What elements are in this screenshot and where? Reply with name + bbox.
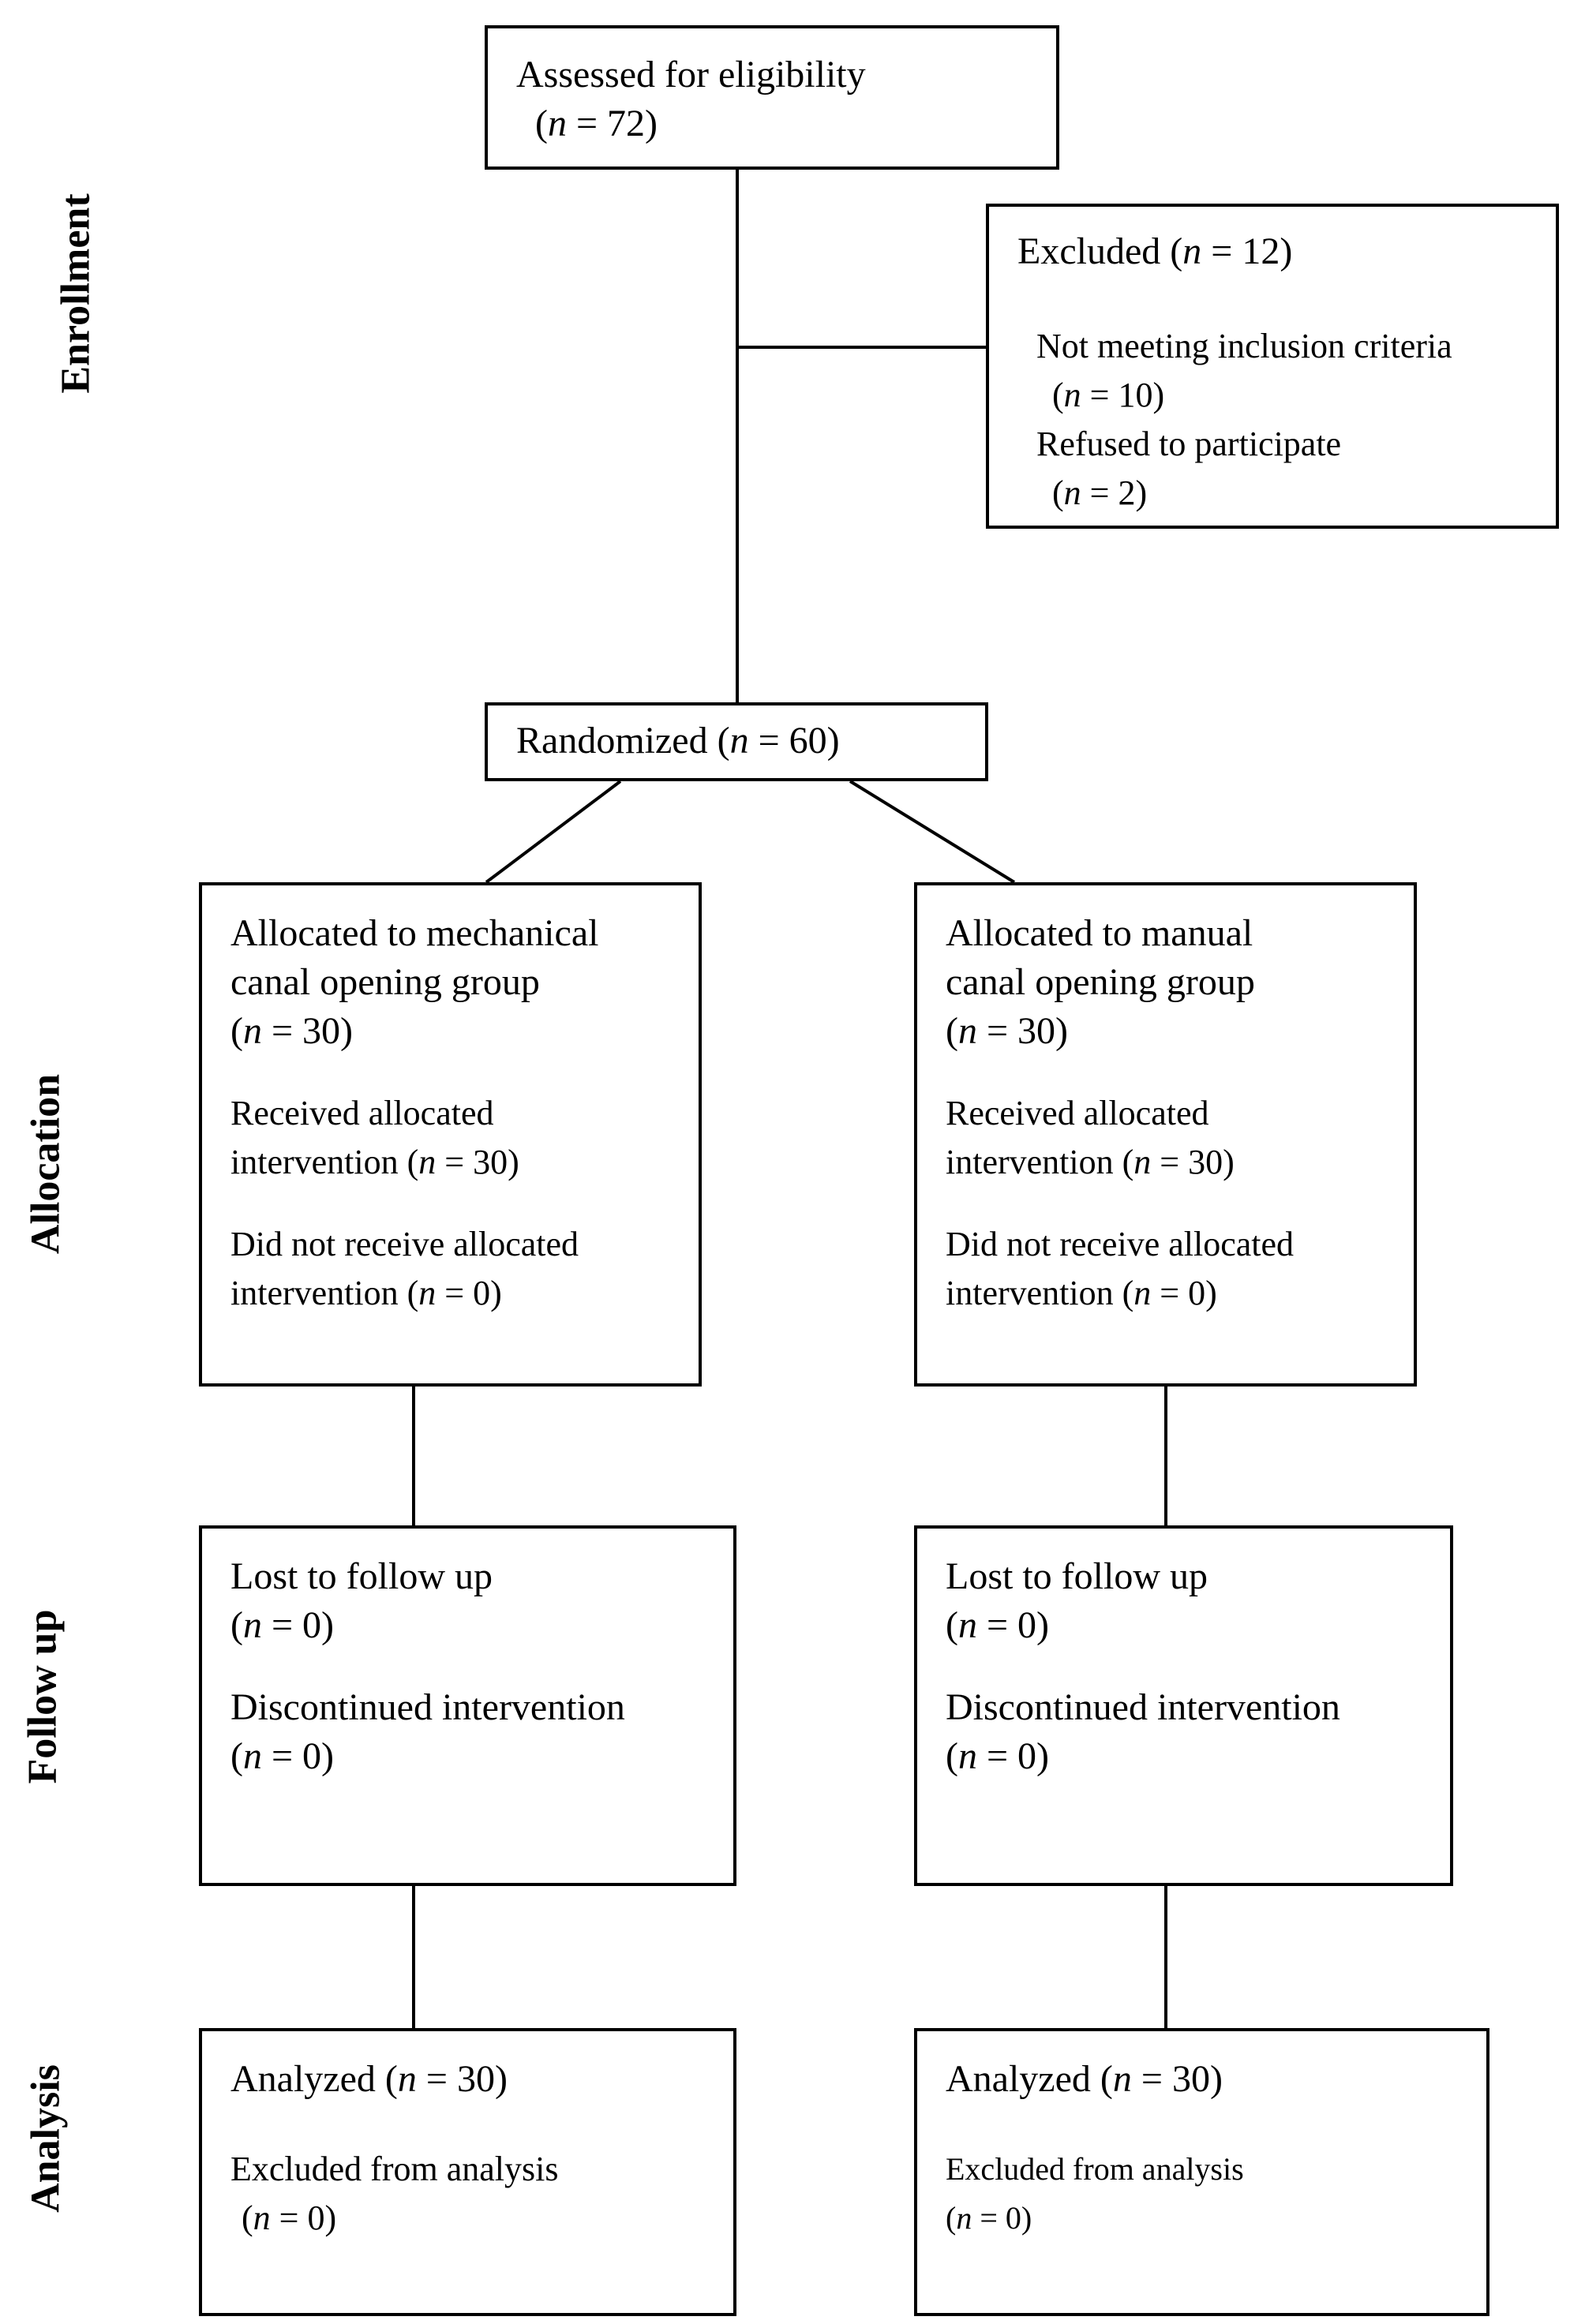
assessed-count: (n = 72)	[535, 103, 658, 144]
followup-mechanical-lost-count: (n = 0)	[230, 1604, 335, 1646]
allocation-mechanical-line-1: Allocated to mechanical	[230, 912, 599, 954]
excluded-title: Excluded (n = 12)	[1017, 230, 1293, 272]
analysis-box-mechanical: Analyzed (n = 30) Excluded from analysis…	[199, 2028, 736, 2316]
allocation-mechanical-not-received-1: Did not receive allocated	[230, 1225, 579, 1263]
analysis-mechanical-excluded: Excluded from analysis	[230, 2150, 559, 2188]
allocation-mechanical-received-2: intervention (n = 30)	[230, 1143, 519, 1181]
stage-label-analysis: Analysis	[23, 2064, 69, 2213]
allocation-box-mechanical: Allocated to mechanical canal opening gr…	[199, 882, 702, 1387]
followup-box-manual: Lost to follow up (n = 0) Discontinued i…	[914, 1525, 1453, 1886]
randomized-label: Randomized (n = 60)	[516, 720, 840, 762]
allocation-manual-not-received-2: intervention (n = 0)	[946, 1274, 1217, 1312]
analysis-mechanical-analyzed: Analyzed (n = 30)	[230, 2058, 508, 2100]
allocation-mechanical-line-2: canal opening group	[230, 961, 540, 1003]
analysis-manual-analyzed: Analyzed (n = 30)	[946, 2058, 1223, 2100]
stage-label-follow-up: Follow up	[20, 1609, 66, 1784]
allocation-box-manual: Allocated to manual canal opening group …	[914, 882, 1417, 1387]
excluded-reason-1-count: (n = 10)	[1052, 376, 1165, 414]
analysis-mechanical-excluded-count: (n = 0)	[242, 2199, 337, 2237]
followup-manual-discontinued: Discontinued intervention	[946, 1686, 1340, 1728]
allocation-mechanical-received-1: Received allocated	[230, 1094, 494, 1132]
followup-manual-lost: Lost to follow up	[946, 1555, 1208, 1597]
excluded-reason-2-count: (n = 2)	[1052, 473, 1148, 512]
stage-label-enrollment: Enrollment	[53, 193, 99, 394]
allocation-manual-line-1: Allocated to manual	[946, 912, 1253, 954]
allocation-mechanical-not-received-2: intervention (n = 0)	[230, 1274, 502, 1312]
analysis-manual-excluded-count: (n = 0)	[946, 2200, 1032, 2236]
followup-manual-lost-count: (n = 0)	[946, 1604, 1050, 1646]
stage-label-allocation: Allocation	[23, 1073, 69, 1255]
followup-mechanical-discontinued: Discontinued intervention	[230, 1686, 625, 1728]
analysis-box-manual: Analyzed (n = 30) Excluded from analysis…	[914, 2028, 1489, 2316]
assessed-box: Assessed for eligibility (n = 72)	[485, 25, 1059, 170]
allocation-mechanical-count: (n = 30)	[230, 1010, 354, 1052]
followup-mechanical-discontinued-count: (n = 0)	[230, 1735, 335, 1777]
connector-randomized-right	[849, 780, 1016, 884]
allocation-manual-received-1: Received allocated	[946, 1094, 1209, 1132]
randomized-box: Randomized (n = 60)	[485, 702, 988, 781]
allocation-manual-count: (n = 30)	[946, 1010, 1069, 1052]
analysis-manual-excluded: Excluded from analysis	[946, 2151, 1244, 2187]
allocation-manual-line-2: canal opening group	[946, 961, 1255, 1003]
followup-mechanical-lost: Lost to follow up	[230, 1555, 493, 1597]
excluded-reason-1: Not meeting inclusion criteria	[1036, 327, 1452, 365]
followup-manual-discontinued-count: (n = 0)	[946, 1735, 1050, 1777]
connector-randomized-left	[485, 780, 622, 884]
excluded-box: Excluded (n = 12) Not meeting inclusion …	[986, 204, 1559, 529]
allocation-manual-received-2: intervention (n = 30)	[946, 1143, 1235, 1181]
assessed-label: Assessed for eligibility	[516, 54, 866, 95]
allocation-manual-not-received-1: Did not receive allocated	[946, 1225, 1295, 1263]
excluded-reason-2: Refused to participate	[1036, 425, 1342, 463]
followup-box-mechanical: Lost to follow up (n = 0) Discontinued i…	[199, 1525, 736, 1886]
